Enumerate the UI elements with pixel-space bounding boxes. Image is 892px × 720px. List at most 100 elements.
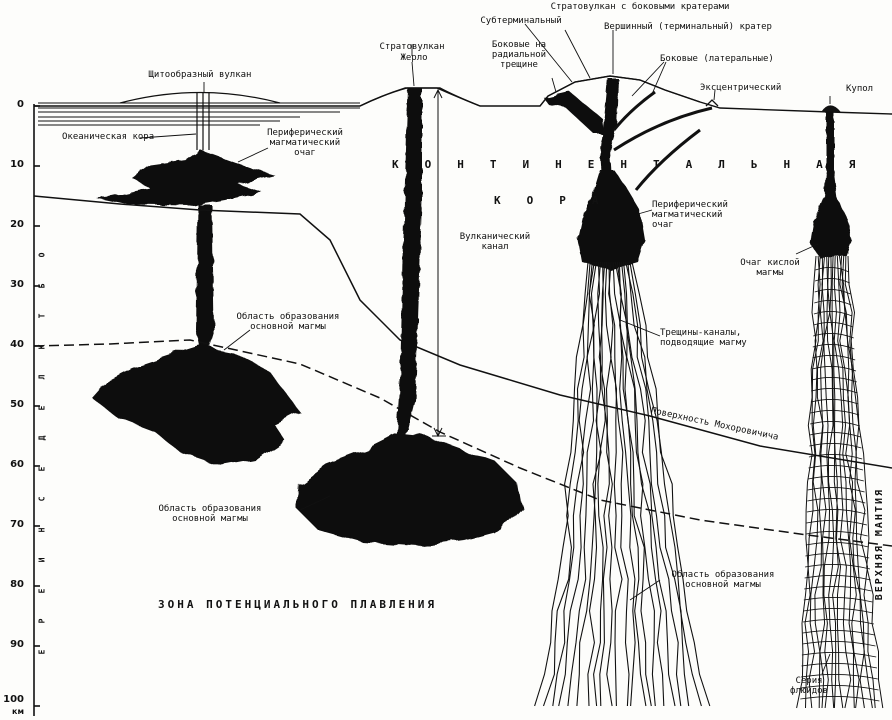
right-peripheral-chamber	[578, 170, 645, 270]
fissure-channel	[542, 261, 591, 707]
depth-tick-0: 0	[17, 99, 24, 110]
label-basic-magma-region-center: Область образования основной магмы	[158, 504, 262, 524]
depth-axis-letter: Е	[37, 405, 47, 410]
fissure-channel	[608, 261, 623, 707]
fluid-streak	[838, 255, 860, 709]
fluid-hatch	[811, 366, 857, 372]
fluid-hatch	[809, 432, 861, 438]
fluid-streak	[831, 255, 844, 709]
fluid-streak	[836, 255, 855, 709]
fluid-hatch	[814, 278, 850, 284]
fluid-hatch	[801, 652, 877, 658]
label-fissure-channels: Трещины-каналы, подводящие магму	[660, 328, 747, 348]
depth-axis-letter: Р	[37, 618, 47, 624]
depth-axis-letter: Е	[37, 649, 47, 654]
depth-axis-letter: Т	[37, 313, 47, 319]
label-stratovolcano-side-craters: Стратовулкан с боковыми кратерами	[550, 2, 730, 12]
fluid-hatch	[814, 289, 851, 295]
shield-volcano-vent	[196, 92, 210, 150]
fluid-hatch	[803, 597, 873, 603]
right-stratovolcano-cone	[539, 75, 701, 107]
fissure-channel	[631, 261, 711, 707]
dome-marker	[821, 105, 841, 113]
fluid-hatch	[807, 498, 866, 504]
fluid-streak	[833, 255, 852, 709]
depth-tick-70: 70	[10, 519, 24, 530]
depth-axis-letter: Б	[37, 283, 47, 288]
depth-tick-90: 90	[10, 639, 24, 650]
fluid-hatch	[813, 333, 854, 339]
fluid-hatch	[804, 564, 871, 570]
fluid-streak	[847, 255, 884, 709]
crust-boundary-line	[33, 195, 892, 469]
fluid-hatch	[800, 685, 879, 691]
fluid-hatch	[806, 520, 868, 526]
fluid-hatch	[813, 311, 853, 317]
depth-axis-letter: И	[37, 557, 47, 563]
fluid-hatch	[806, 531, 868, 537]
label-shield-volcano: Щитообразный вулкан	[148, 70, 252, 80]
fluid-hatch	[810, 410, 860, 416]
fluid-hatch	[812, 355, 856, 361]
depth-tick-80: 80	[10, 579, 24, 590]
depth-tick-50: 50	[10, 399, 24, 410]
fluid-streak	[844, 255, 876, 709]
label-vent: Жерло	[400, 53, 428, 63]
fluid-hatch	[812, 344, 855, 350]
fissure-channel	[618, 261, 656, 707]
fluid-hatch	[805, 553, 870, 559]
label-lateral: Боковые (латеральные)	[660, 54, 774, 64]
label-oceanic-crust: Океаническая кора	[62, 132, 155, 142]
fissure-channel	[620, 261, 665, 707]
leader-lines	[139, 23, 831, 675]
fluid-hatch	[815, 267, 850, 273]
fluid-hatch	[811, 388, 858, 394]
right-main-conduit	[600, 78, 618, 180]
fluid-hatch	[802, 619, 874, 625]
dome-conduit	[810, 112, 852, 258]
fluid-hatch	[814, 300, 852, 306]
fluid-hatch	[806, 509, 867, 515]
fissure-channel	[629, 261, 702, 707]
fissure-channel	[608, 261, 630, 707]
depth-tick-40: 40	[10, 339, 24, 350]
depth-axis-letter: О	[37, 252, 47, 258]
fissure-channel	[587, 261, 602, 707]
shield-volcano-dome	[119, 91, 281, 104]
fluid-hatch	[808, 465, 864, 471]
fluid-hatch	[809, 443, 862, 449]
fissure-channel	[552, 261, 593, 707]
label-potential-melting-zone: ЗОНА ПОТЕНЦИАЛЬНОГО ПЛАВЛЕНИЯ	[158, 598, 438, 611]
fluid-hatch	[807, 487, 865, 493]
fluid-streak	[819, 255, 827, 709]
fluid-hatch	[813, 322, 854, 328]
depth-tick-60: 60	[10, 459, 24, 470]
eccentric-crater-marker	[705, 99, 719, 107]
fluid-hatch	[808, 476, 864, 482]
label-subterminal: Субтерминальный	[480, 16, 562, 26]
label-basic-magma-region-left: Область образования основной магмы	[236, 312, 340, 332]
label-radial-fissure-side: Боковые на радиальной трещине	[491, 40, 547, 70]
dome-fluid-series	[796, 255, 884, 709]
depth-axis-letter: Е	[37, 588, 47, 593]
fluid-hatch	[801, 674, 878, 680]
depth-axis-letter: Л	[37, 374, 47, 380]
fluid-hatch	[804, 575, 871, 581]
right-fissure-channels	[534, 261, 711, 707]
label-dome: Купол	[846, 84, 874, 94]
depth-tick-30: 30	[10, 279, 24, 290]
fluid-streak	[826, 255, 835, 709]
label-continental-crust-line2: КОРА	[494, 194, 625, 207]
depth-tick-10: 10	[10, 159, 24, 170]
label-peripheral-chamber-right: Периферический магматический очаг	[652, 200, 728, 230]
label-volcanic-channel: Вулканический канал	[459, 232, 531, 252]
center-basic-magma-region	[296, 432, 522, 546]
ocean-water-lines	[38, 102, 360, 126]
label-continental-crust-line1: КОНТИНЕНТАЛЬНАЯ	[392, 158, 882, 171]
label-acid-magma-chamber: Очаг кислой магмы	[740, 258, 800, 278]
fissure-channel	[599, 261, 610, 707]
depth-axis-letter: С	[37, 496, 47, 502]
fissure-channel	[558, 261, 595, 707]
radial-fissure-conduit	[544, 92, 604, 134]
